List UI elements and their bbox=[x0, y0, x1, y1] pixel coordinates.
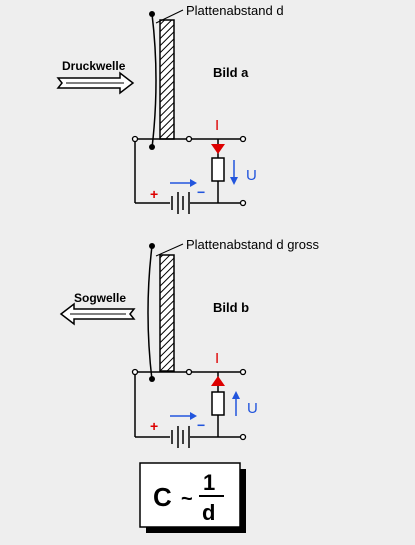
current-label-a: I bbox=[215, 117, 219, 134]
battery-plus-b: + bbox=[150, 418, 158, 434]
plate-distance-label-a: Plattenabstand d bbox=[186, 3, 284, 18]
formula-relation: ~ bbox=[181, 488, 193, 510]
battery-a bbox=[171, 192, 190, 214]
battery-minus-b: − bbox=[197, 417, 205, 433]
plate-label-leader-a bbox=[155, 9, 184, 24]
figure-b: Plattenabstand d gross Sogwelle Bild b bbox=[59, 237, 319, 448]
figure-caption-b: Bild b bbox=[213, 300, 249, 315]
plate-distance-label-b: Plattenabstand d gross bbox=[186, 237, 319, 252]
voltage-arrow-b bbox=[232, 391, 240, 416]
formula-numerator: 1 bbox=[203, 470, 215, 495]
figure-caption-a: Bild a bbox=[213, 65, 249, 80]
pressure-wave-arrow bbox=[56, 71, 135, 95]
membrane-top-clamp-a bbox=[149, 11, 155, 17]
electron-flow-arrow-a bbox=[170, 179, 197, 187]
voltage-label-b: U bbox=[247, 400, 258, 417]
fixed-plate-b bbox=[159, 254, 175, 372]
formula-box: C ~ 1 d bbox=[139, 462, 246, 533]
current-label-b: I bbox=[215, 350, 219, 367]
battery-plus-a: + bbox=[150, 186, 158, 202]
fixed-plate-a bbox=[159, 19, 175, 140]
membrane-bottom-clamp-b bbox=[149, 376, 155, 382]
battery-minus-a: − bbox=[197, 184, 205, 200]
figure-a: Plattenabstand d Druckwelle Bild a bbox=[56, 3, 284, 214]
resistor-b bbox=[211, 391, 225, 416]
membrane-top-clamp-b bbox=[149, 243, 155, 249]
resistor-a bbox=[211, 157, 225, 182]
circuit-terminals-a bbox=[131, 135, 247, 207]
electron-flow-arrow-b bbox=[170, 412, 197, 420]
voltage-arrow-a bbox=[230, 160, 238, 185]
battery-b bbox=[171, 426, 190, 448]
current-arrow-b bbox=[211, 376, 225, 386]
membrane-a bbox=[151, 13, 157, 149]
formula-lhs: C bbox=[153, 482, 172, 512]
wave-label-b: Sogwelle bbox=[74, 291, 126, 305]
current-arrow-a bbox=[211, 144, 225, 154]
membrane-bottom-clamp-a bbox=[149, 144, 155, 150]
suction-wave-arrow bbox=[59, 302, 136, 326]
circuit-terminals-b bbox=[131, 368, 247, 441]
voltage-label-a: U bbox=[246, 167, 257, 184]
membrane-b bbox=[147, 245, 153, 381]
formula-denominator: d bbox=[202, 500, 215, 525]
plate-label-leader-b bbox=[155, 243, 184, 257]
wave-label-a: Druckwelle bbox=[62, 59, 126, 73]
